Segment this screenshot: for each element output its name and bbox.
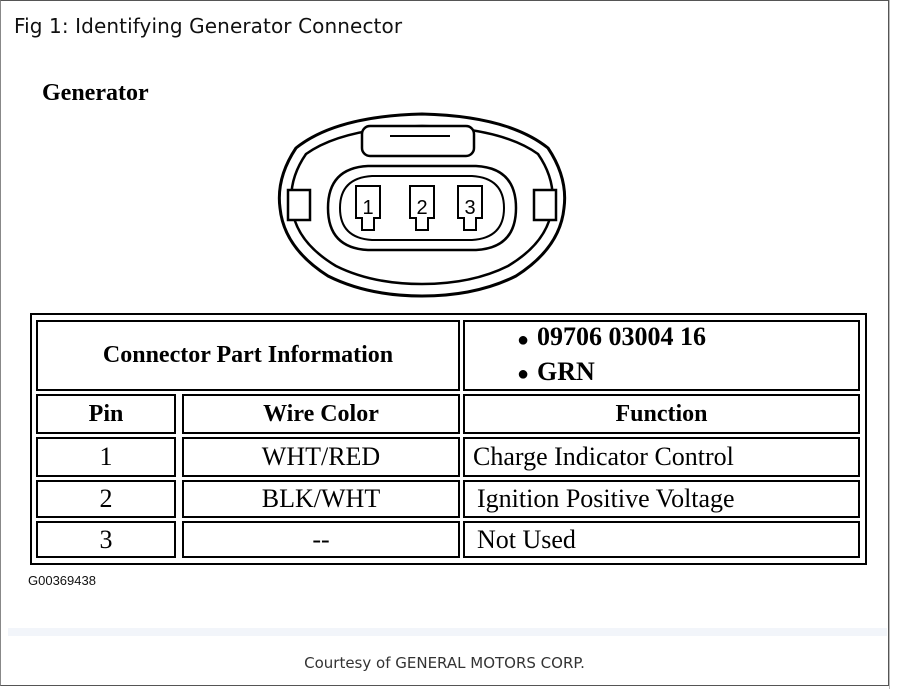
part-info-item: ●09706 03004 16 bbox=[516, 322, 706, 352]
connector-table bbox=[30, 313, 867, 565]
terminal-2: 2 bbox=[409, 185, 435, 231]
pin-number: 3 bbox=[99, 524, 113, 554]
connector-key-right bbox=[532, 188, 558, 222]
wire-color: WHT/RED bbox=[261, 442, 381, 471]
component-label: Generator bbox=[42, 80, 149, 106]
header-function-label: Function bbox=[615, 400, 708, 427]
terminal-3: 3 bbox=[457, 185, 483, 231]
pin-label-1: 1 bbox=[362, 197, 373, 219]
table-row-3-pin: 3 bbox=[36, 521, 176, 558]
image-code: G00369438 bbox=[28, 573, 96, 588]
header-function: Function bbox=[463, 394, 860, 434]
pin-number: 2 bbox=[99, 484, 113, 513]
terminal-1: 1 bbox=[355, 185, 381, 231]
part-info-item: ●GRN bbox=[516, 356, 595, 386]
pin-function: Not Used bbox=[477, 524, 576, 554]
table-row-2-function: Ignition Positive Voltage bbox=[463, 480, 860, 518]
table-row-2-pin: 2 bbox=[36, 480, 176, 518]
connector-key-left bbox=[286, 188, 312, 222]
table-row-1-wire-color: WHT/RED bbox=[182, 437, 460, 477]
part-info-list: ●09706 03004 16 ●GRN bbox=[509, 321, 706, 389]
table-row-2-wire-color: BLK/WHT bbox=[182, 480, 460, 518]
header-pin: Pin bbox=[36, 394, 176, 434]
pin-housing-inner bbox=[338, 175, 506, 241]
table-row-3-function: Not Used bbox=[463, 521, 860, 558]
part-info-label-cell: Connector Part Information bbox=[36, 320, 460, 391]
connector-latch bbox=[360, 124, 476, 158]
part-info-label: Connector Part Information bbox=[102, 342, 394, 368]
part-number: 09706 03004 16 bbox=[537, 322, 706, 352]
pin-label-2: 2 bbox=[416, 197, 427, 219]
connector-color: GRN bbox=[537, 356, 595, 386]
header-wire-color-label: Wire Color bbox=[263, 400, 379, 427]
generator-connector-diagram: 1 2 3 bbox=[277, 112, 567, 298]
header-wire-color: Wire Color bbox=[182, 394, 460, 434]
pin-function: Charge Indicator Control bbox=[473, 442, 734, 471]
connector-outer-shell bbox=[277, 112, 567, 298]
wire-color: -- bbox=[312, 524, 330, 554]
part-info-values-cell: ●09706 03004 16 ●GRN bbox=[463, 320, 860, 391]
separator-band bbox=[8, 628, 887, 636]
wire-color: BLK/WHT bbox=[261, 484, 381, 513]
table-row-3-wire-color: -- bbox=[182, 521, 460, 558]
header-pin-label: Pin bbox=[88, 400, 124, 427]
pin-function: Ignition Positive Voltage bbox=[477, 484, 735, 513]
pin-label-3: 3 bbox=[464, 197, 475, 219]
table-row-1-pin: 1 bbox=[36, 437, 176, 477]
scroll-edge bbox=[889, 0, 890, 689]
courtesy-line: Courtesy of GENERAL MOTORS CORP. bbox=[304, 654, 585, 672]
table-row-1-function: Charge Indicator Control bbox=[463, 437, 860, 477]
pin-number: 1 bbox=[99, 442, 113, 471]
figure-title: Fig 1: Identifying Generator Connector bbox=[14, 14, 403, 38]
